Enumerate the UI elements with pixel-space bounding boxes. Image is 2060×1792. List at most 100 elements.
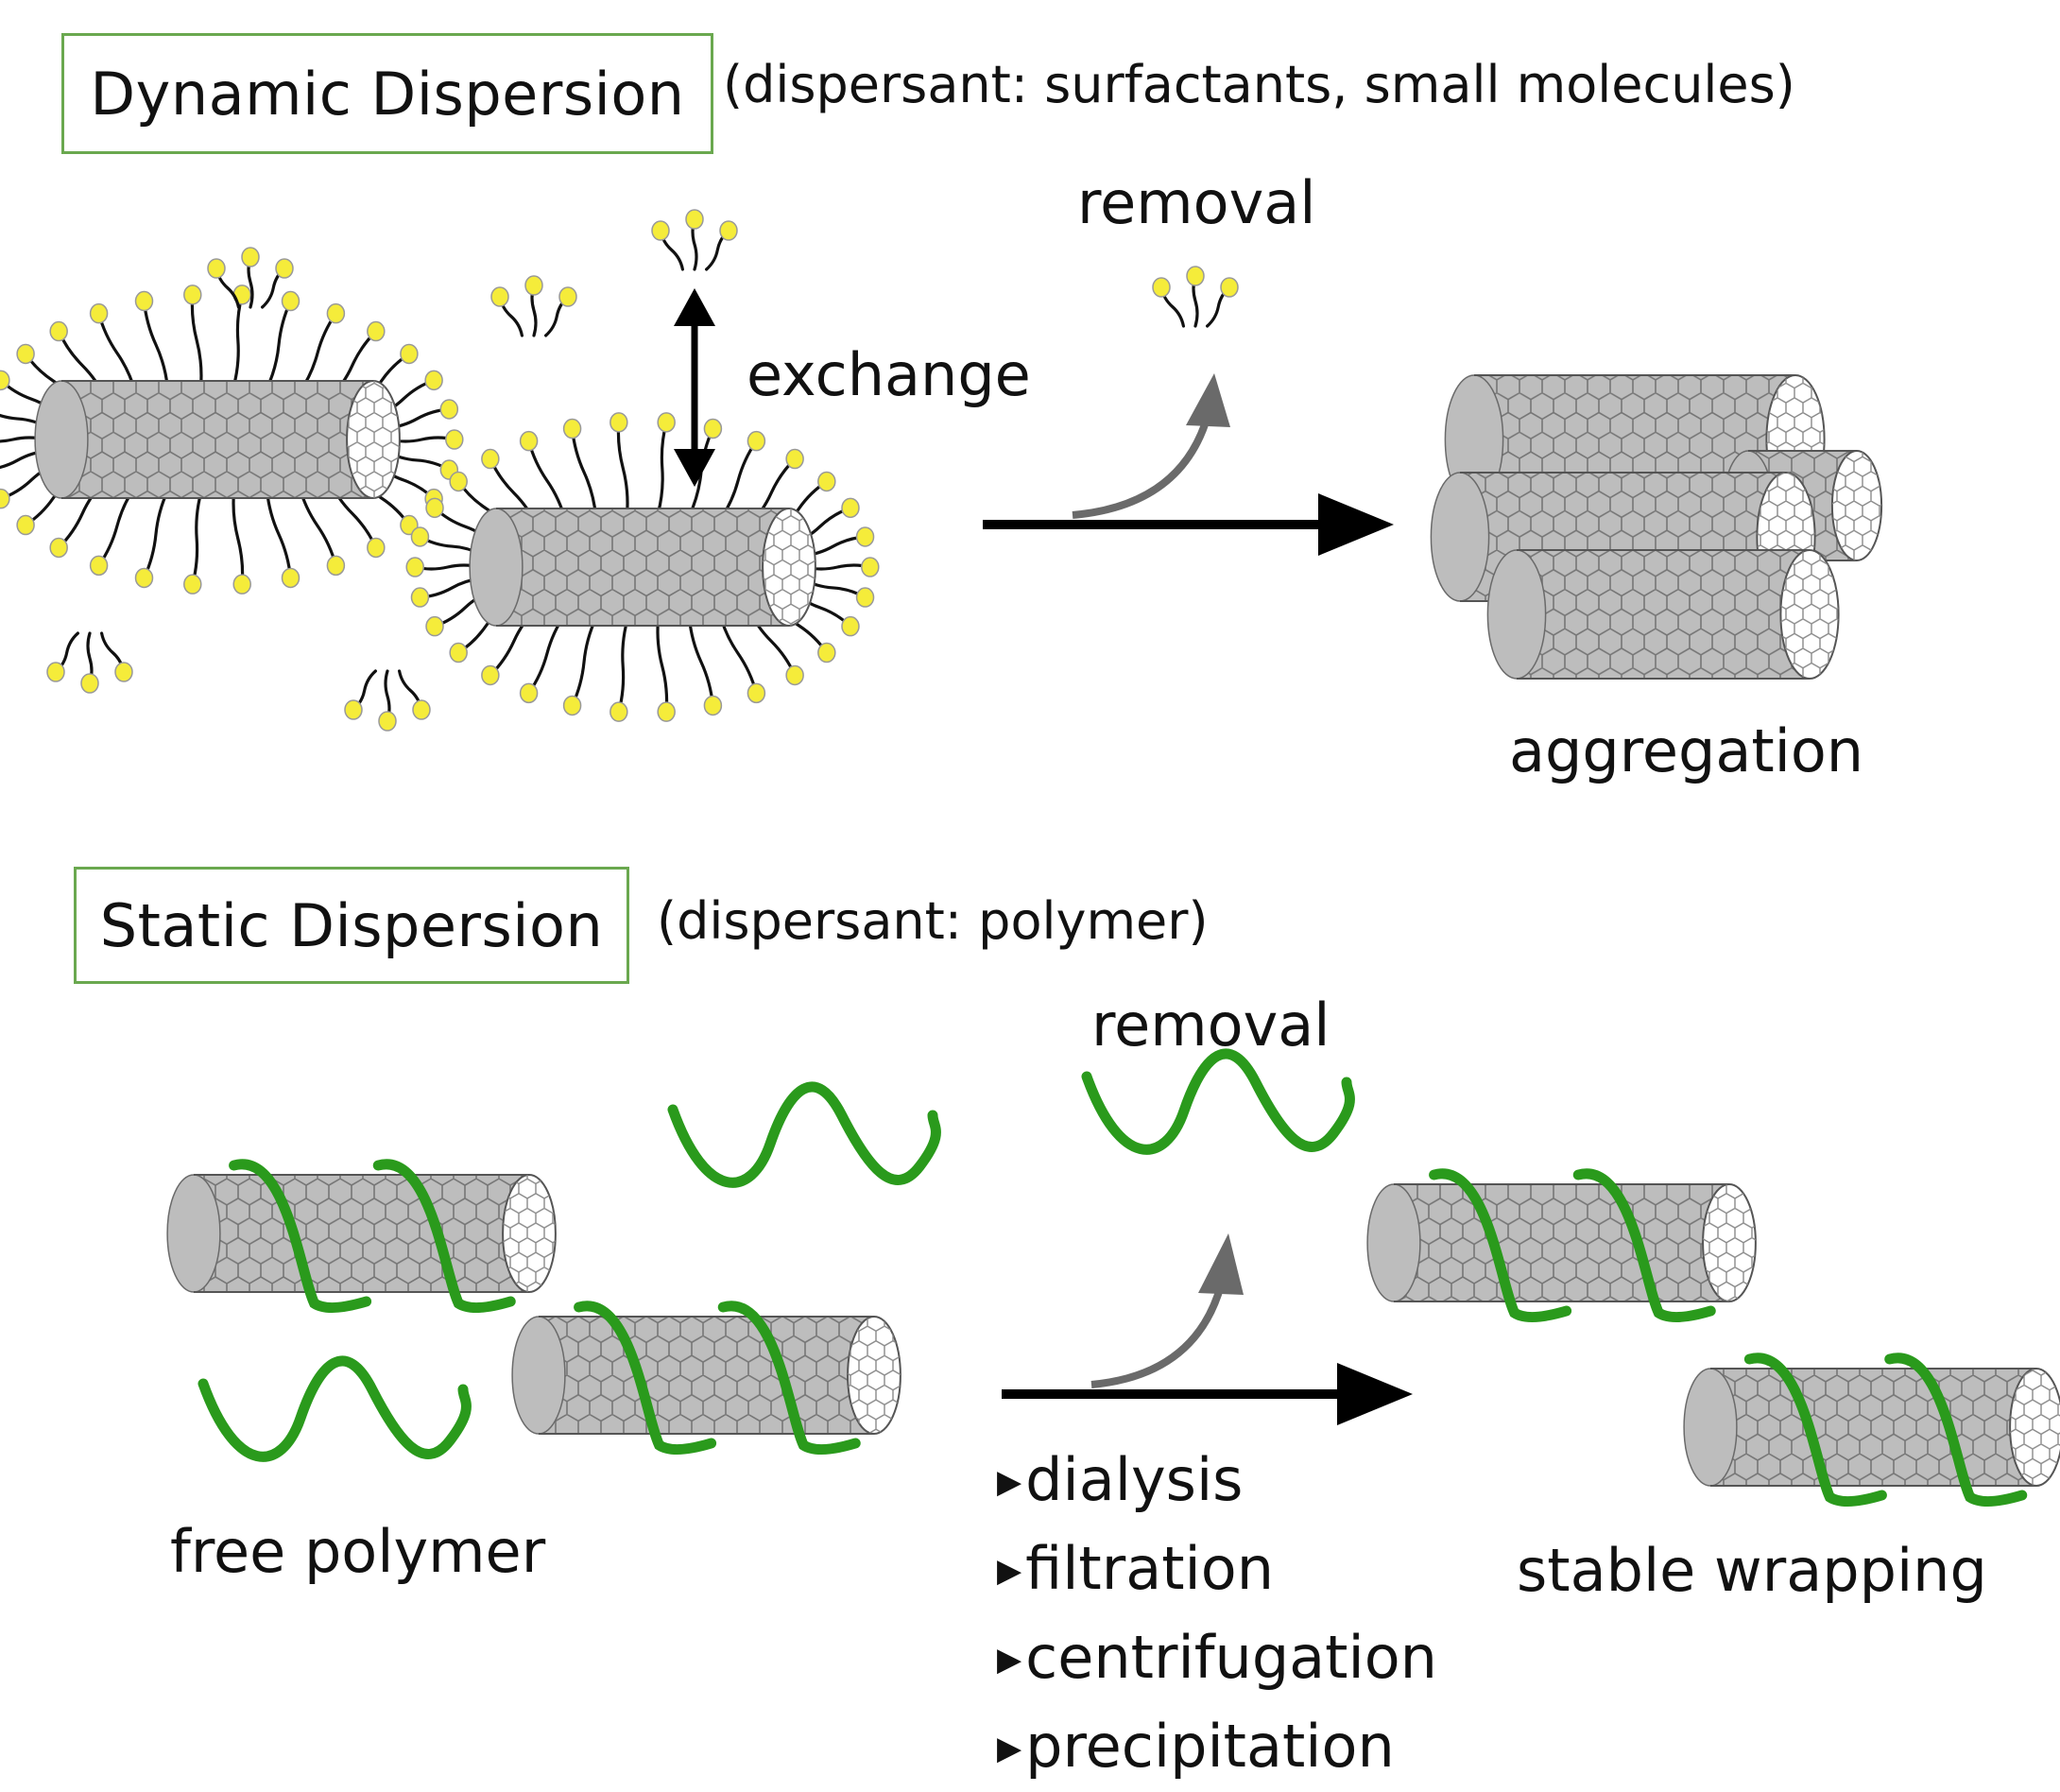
free-polymer-chain-bottom [197,1355,472,1462]
method-label: centrifugation [1025,1623,1437,1692]
bullet-icon: ▶ [997,1641,1022,1679]
surfactant-tail [265,489,293,580]
static-dispersion-title: Static Dispersion [74,867,629,984]
surfactant-molecule [49,477,108,559]
free-polymer-label: free polymer [170,1517,546,1586]
surfactant-head [0,370,10,391]
surfactant-molecule [261,258,294,309]
dynamic-process-arrow [983,373,1394,556]
surfactant-head [0,488,10,509]
surfactant-molecule [609,619,629,722]
surfactant-head [481,664,500,686]
free-surfactant-cluster [1152,266,1239,328]
nanotube-back-end [1486,549,1547,680]
surfactant-head [326,302,346,324]
surfactant-molecule [656,412,676,515]
surfactant-molecule [687,616,723,716]
surfactant-tail [142,299,170,390]
static-arrowhead [1337,1363,1413,1425]
nanotube-end-lattice [1780,550,1839,679]
polymer-strand [717,1301,861,1455]
surfactant-head [609,412,628,433]
surfactant-head [367,537,386,559]
nanotube-back-end [166,1174,221,1293]
surfactant-head [80,673,99,694]
surfactant-head [275,258,294,279]
surfactant-head [134,567,154,589]
polymer-wrap [229,1159,516,1313]
surfactant-molecule [562,418,598,518]
surfactant-layer [0,209,1239,732]
surfactant-head [609,701,628,722]
surfactant-head [562,418,582,439]
surfactant-head [657,701,676,722]
surfactant-head [841,615,860,637]
surfactant-head [449,471,468,492]
surfactant-head [445,429,464,450]
surfactant-head [89,555,109,577]
nanotube-layer [34,374,2060,1487]
surfactant-tail [191,491,203,586]
method-item-dialysis: ▶dialysis [997,1437,1437,1525]
wrapped-nanotube-result-bottom [1683,1368,2060,1487]
method-item-filtration: ▶filtration [997,1525,1437,1614]
surfactant-tail [617,619,629,714]
surfactant-head [519,430,539,452]
surfactant-molecule [685,209,704,271]
polymer-layer [197,1048,2028,1507]
surfactant-head [1152,277,1171,298]
surfactant-head [490,286,509,307]
surfactant-molecule [490,286,524,337]
surfactant-molecule [378,669,397,732]
surfactant-head [562,695,582,716]
exchange-arrowhead-up [674,288,715,326]
nanotube-end-lattice [1703,1184,1756,1301]
dynamic-arrowhead [1318,493,1394,556]
surfactant-molecule [89,302,137,395]
surfactant-tail [616,421,629,515]
surfactant-molecule [524,275,543,337]
surfactant-head [703,695,723,716]
free-surfactant-cluster [46,631,133,694]
static-removal-branch [1090,1284,1225,1388]
surfactant-molecule [609,412,629,515]
surfactant-head [412,699,431,720]
surfactant-molecule [562,616,598,716]
surfactant-head [1186,266,1205,286]
surfactant-head [49,320,68,342]
surfactant-molecule [298,484,346,577]
aggregation-label: aggregation [1509,716,1864,785]
exchange-label: exchange [747,340,1031,409]
surfactant-head [16,343,35,365]
surfactant-molecule [651,220,684,271]
surfactant-molecule [80,631,99,694]
polymer-strand [574,1301,717,1455]
polymer-strand [1884,1353,2028,1507]
surfactant-head [817,471,836,492]
surfactant-tail [570,616,598,708]
surfactant-head [425,615,444,637]
surfactant-molecule [1206,277,1239,328]
surfactant-molecule [705,220,738,271]
surfactant-tail [656,619,669,714]
polymer-wrap [574,1301,861,1455]
surfactant-head [519,682,539,704]
surfactant-molecule [383,399,459,430]
surfactant-head [16,514,35,536]
surfactant-head [281,567,300,589]
surfactant-molecule [398,669,431,720]
nanotube-lattice [61,381,373,498]
surfactant-head [439,399,459,420]
nanotube-back-end [1430,472,1490,602]
method-item-precipitation: ▶precipitation [997,1703,1437,1792]
free-surfactant-cluster [651,209,738,271]
surfactant-head [241,247,260,267]
surfactant-head [481,448,500,470]
surfactant-head [747,682,766,704]
surfactant-head [344,699,363,720]
dynamic-removal-branch [1072,414,1211,519]
nanotube-lattice [539,1317,874,1434]
dynamic-dispersant-note: (dispersant: surfactants, small molecule… [723,55,1795,114]
